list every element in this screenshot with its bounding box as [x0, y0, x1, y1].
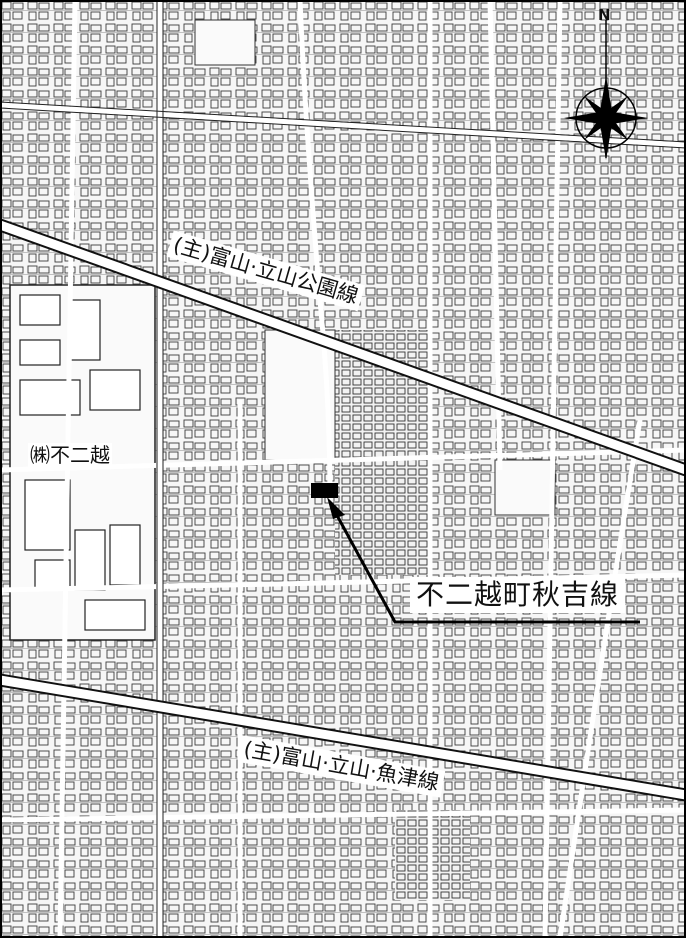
- open-area-north: [194, 19, 256, 66]
- target-marker[interactable]: [311, 483, 338, 498]
- open-area-east: [494, 459, 556, 516]
- compass-rose-icon: [564, 20, 648, 160]
- north-label: N: [598, 6, 611, 24]
- main-road-north: [0, 218, 686, 477]
- target-road-label: 不二越町秋吉線: [410, 577, 626, 613]
- main-road-south: [0, 673, 686, 802]
- company-label: ㈱不二越: [28, 443, 112, 467]
- leader-arrow: [327, 497, 640, 624]
- factory-site: [9, 284, 156, 641]
